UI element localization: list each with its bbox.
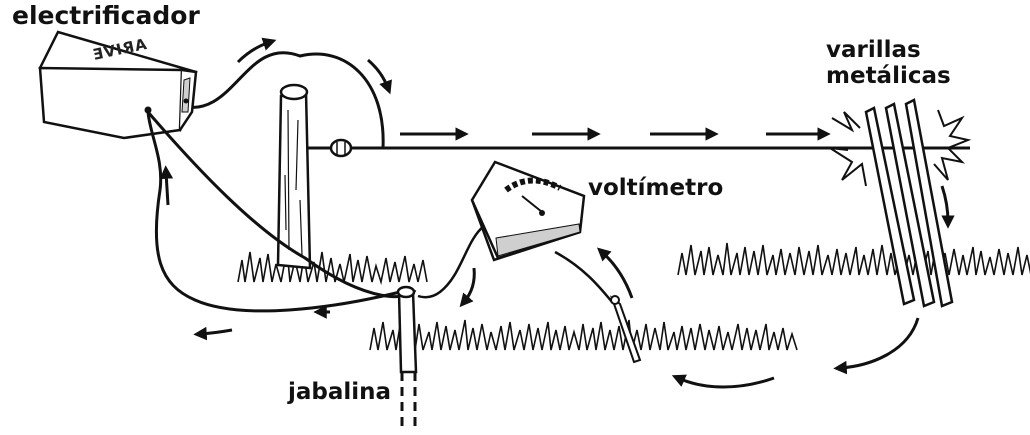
arrow-return-left — [671, 374, 775, 389]
arrow-voltmeter-up — [596, 247, 634, 299]
label-metal-rods-line1: varillas — [826, 37, 921, 63]
voltmeter-lead-probe — [554, 250, 613, 303]
ground-rod — [396, 285, 418, 432]
spark-left — [829, 111, 867, 187]
label-electrifier: electrificador — [12, 1, 200, 30]
grass-left — [237, 249, 428, 286]
arrow-output-2 — [367, 58, 392, 95]
label-metal-rods-line2: metálicas — [826, 62, 951, 89]
arrow-rods-down — [940, 185, 955, 229]
return-wire — [146, 111, 417, 299]
label-voltmeter: voltímetro — [588, 175, 724, 201]
grass-center — [369, 319, 798, 351]
grass-right — [677, 242, 1030, 276]
fence-post — [276, 83, 312, 270]
arrow-ground-3 — [159, 165, 174, 206]
ground-wire — [146, 111, 409, 313]
spark-right — [933, 109, 972, 181]
arrow-voltmeter-down — [459, 267, 476, 308]
voltmeter-lead-ground — [417, 225, 485, 299]
electrifier-box: ƎVIЯA — [38, 30, 198, 140]
voltmeter — [470, 160, 586, 262]
output-wire — [179, 51, 385, 149]
label-ground-rod: jabalina — [288, 379, 392, 405]
arrow-output-1 — [236, 37, 277, 64]
label-metal-rods: varillas metálicas — [826, 37, 951, 90]
arrow-ground-2 — [193, 326, 233, 341]
voltmeter-probe — [609, 295, 642, 364]
metal-rods — [864, 98, 954, 308]
insulator — [310, 138, 353, 158]
arrow-rods-return — [833, 317, 920, 375]
